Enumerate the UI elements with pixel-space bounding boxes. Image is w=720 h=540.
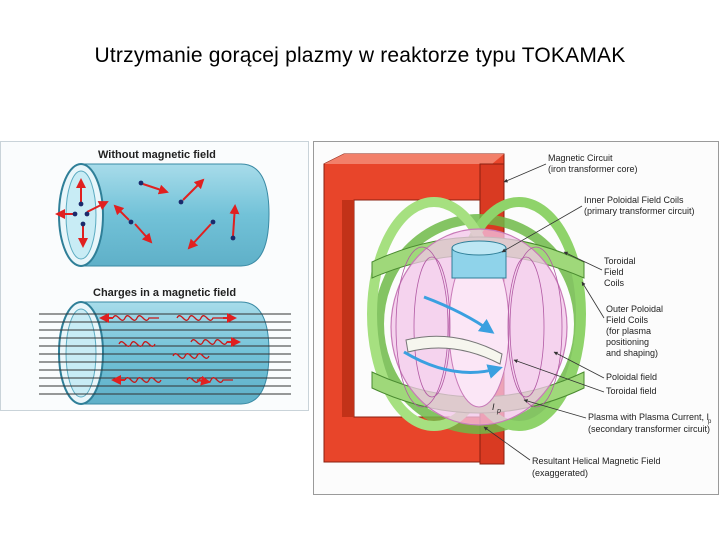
label-plasma-current-subscript: p xyxy=(708,419,712,425)
tokamak-figure: I p Magnetic Circuit (iron transformer c… xyxy=(313,141,719,495)
tube-without-field xyxy=(58,163,270,267)
label-toroidal-coils-2: Field xyxy=(604,267,624,277)
label-helical-field: Resultant Helical Magnetic Field xyxy=(532,456,661,466)
charged-particles-figure: Without magnetic field Charges in xyxy=(0,141,309,411)
magnetic-field-caption: Charges in a magnetic field xyxy=(93,287,236,299)
tube-with-field xyxy=(58,301,270,405)
label-outer-poloidal-4: positioning xyxy=(606,337,649,347)
diagram-labels: Magnetic Circuit (iron transformer core)… xyxy=(532,153,712,478)
label-toroidal-field: Toroidal field xyxy=(606,386,657,396)
field-lines xyxy=(39,313,291,395)
label-inner-poloidal-sub: (primary transformer circuit) xyxy=(584,206,695,216)
label-outer-poloidal-1: Outer Poloidal xyxy=(606,304,663,314)
helical-arrows xyxy=(99,313,241,386)
without-field-caption: Without magnetic field xyxy=(98,149,216,161)
label-magnetic-circuit-sub: (iron transformer core) xyxy=(548,164,638,174)
label-outer-poloidal-5: and shaping) xyxy=(606,348,658,358)
label-outer-poloidal-2: Field Coils xyxy=(606,315,649,325)
random-particles xyxy=(55,178,240,250)
leader-lines xyxy=(483,163,605,461)
label-toroidal-coils-3: Coils xyxy=(604,278,625,288)
inner-poloidal-coils xyxy=(451,240,507,279)
label-poloidal-field: Poloidal field xyxy=(606,372,657,382)
toroidal-field-arrow xyxy=(405,335,503,365)
label-toroidal-coils-1: Toroidal xyxy=(604,256,636,266)
poloidal-field-arrows xyxy=(403,295,503,379)
label-inner-poloidal: Inner Poloidal Field Coils xyxy=(584,195,684,205)
core-current-subscript: p xyxy=(496,408,501,415)
slide-title: Utrzymanie gorącej plazmy w reaktorze ty… xyxy=(94,44,626,67)
particle-dots xyxy=(72,180,236,241)
label-outer-poloidal-3: (for plasma xyxy=(606,326,651,336)
label-magnetic-circuit: Magnetic Circuit xyxy=(548,153,613,163)
label-plasma-current-sub: (secondary transformer circuit) xyxy=(588,424,710,434)
tokamak-diagram: I p Magnetic Circuit (iron transformer c… xyxy=(323,153,712,478)
core-current-symbol: I xyxy=(492,402,495,412)
label-helical-field-sub: (exaggerated) xyxy=(532,468,588,478)
charged-particles-diagram: Without magnetic field Charges in xyxy=(39,149,291,405)
label-plasma-current: Plasma with Plasma Current, I xyxy=(588,412,709,422)
